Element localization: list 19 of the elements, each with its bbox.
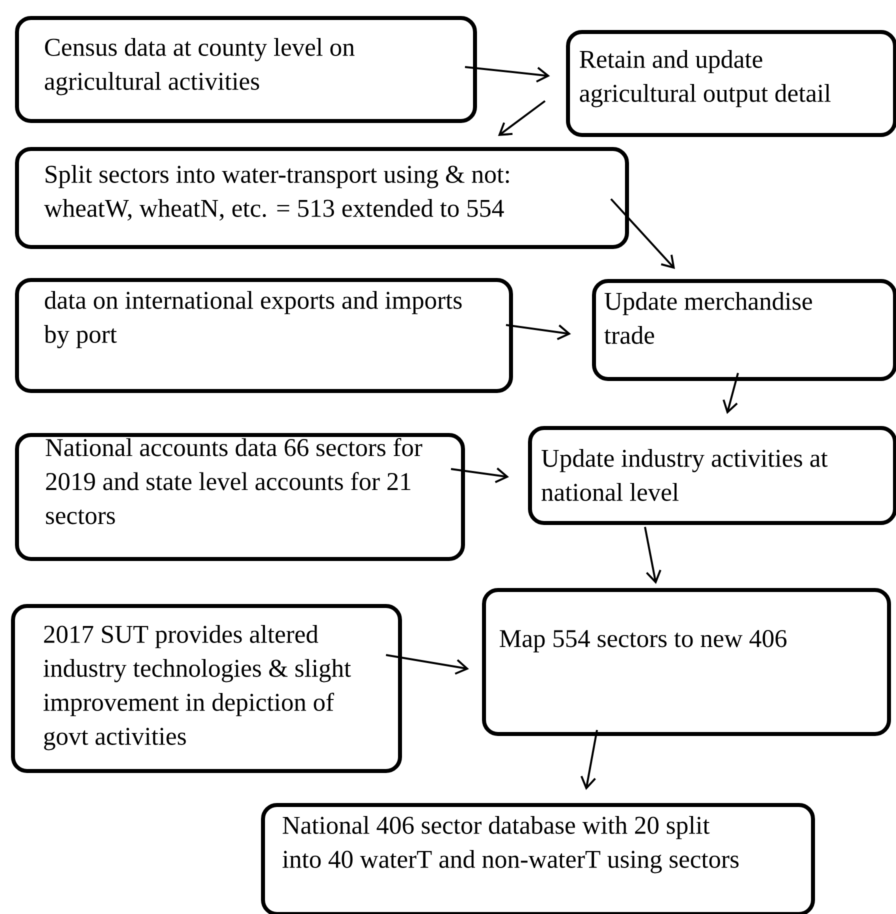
process-box: Census data at county level on agricultural activities <box>15 16 477 123</box>
process-box: Update merchandise trade <box>592 279 896 381</box>
process-box: National 406 sector database with 20 split into 40 waterT and non-waterT using sectors <box>261 803 815 914</box>
process-box: Update industry activities at national level <box>528 426 896 525</box>
arrow <box>580 730 598 790</box>
arrow <box>722 372 739 414</box>
arrow <box>610 198 675 269</box>
process-box: National accounts data 66 sectors for 2019 and state level accounts for 21 sectors <box>15 433 465 561</box>
arrow <box>450 468 509 484</box>
arrow <box>644 526 662 584</box>
arrow <box>386 654 469 675</box>
process-box: data on international exports and imports by port <box>15 278 513 393</box>
process-box: Split sectors into water-transport using & not: wheatW, wheatN, etc. = 513 extended to 554 <box>15 147 629 249</box>
arrow <box>464 66 550 82</box>
process-box: 2017 SUT provides altered industry technologies & slight improvement in depiction of govt activities <box>11 604 402 773</box>
process-box: Map 554 sectors to new 406 <box>482 588 891 736</box>
process-box: Retain and update agricultural output detail <box>566 30 896 137</box>
arrow <box>506 324 571 340</box>
arrow <box>498 100 546 136</box>
